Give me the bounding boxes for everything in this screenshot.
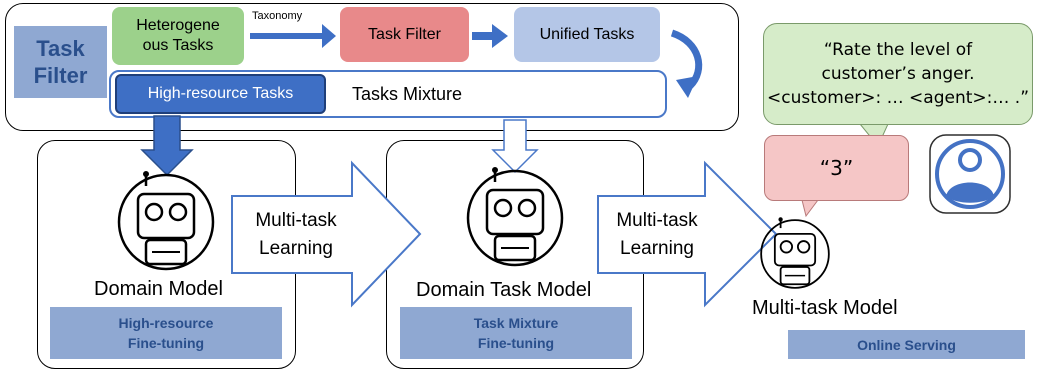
robot-icon [117, 171, 215, 271]
big-arrow-1 [231, 160, 422, 308]
big-arrow-2 [597, 160, 778, 308]
arrow-high-resource-down [140, 115, 194, 177]
task-filter-panel [5, 3, 739, 131]
arrow-label-1: Multi-task Learning [255, 210, 337, 259]
task-filter-side-label: Task Filter [14, 26, 107, 98]
robot-icon [760, 217, 830, 289]
tasks-mixture-label: Tasks Mixture [352, 84, 463, 104]
multi-task-model-name: Multi-task Model [752, 297, 898, 319]
prompt-bubble: “Rate the level of customer’s anger. <cu… [763, 23, 1033, 125]
taxonomy-label: Taxonomy [252, 10, 303, 22]
online-serving-label: Online Serving [788, 330, 1025, 359]
user-avatar-icon [929, 134, 1011, 214]
task-mixture-finetuning-label: Task Mixture Fine-tuning [400, 307, 632, 359]
robot-icon [466, 167, 564, 267]
arrow-mixture-down [491, 119, 539, 174]
arrow-hetero-to-filter [250, 24, 336, 48]
domain-task-model-name: Domain Task Model [416, 279, 592, 301]
task-filter-box: Task Filter [340, 7, 469, 62]
high-resource-tasks-box: High-resource Tasks [115, 74, 326, 114]
unified-tasks-box: Unified Tasks [514, 7, 660, 62]
arrow-label-2: Multi-task Learning [616, 210, 698, 259]
heterogeneous-tasks-box: Heterogene ous Tasks [112, 7, 244, 65]
domain-model-name: Domain Model [94, 278, 223, 300]
tasks-mixture-box [109, 70, 667, 118]
reply-bubble: “3” [764, 135, 909, 201]
arrow-filter-to-unified [472, 24, 508, 48]
high-resource-finetuning-label: High-resource Fine-tuning [50, 307, 282, 359]
